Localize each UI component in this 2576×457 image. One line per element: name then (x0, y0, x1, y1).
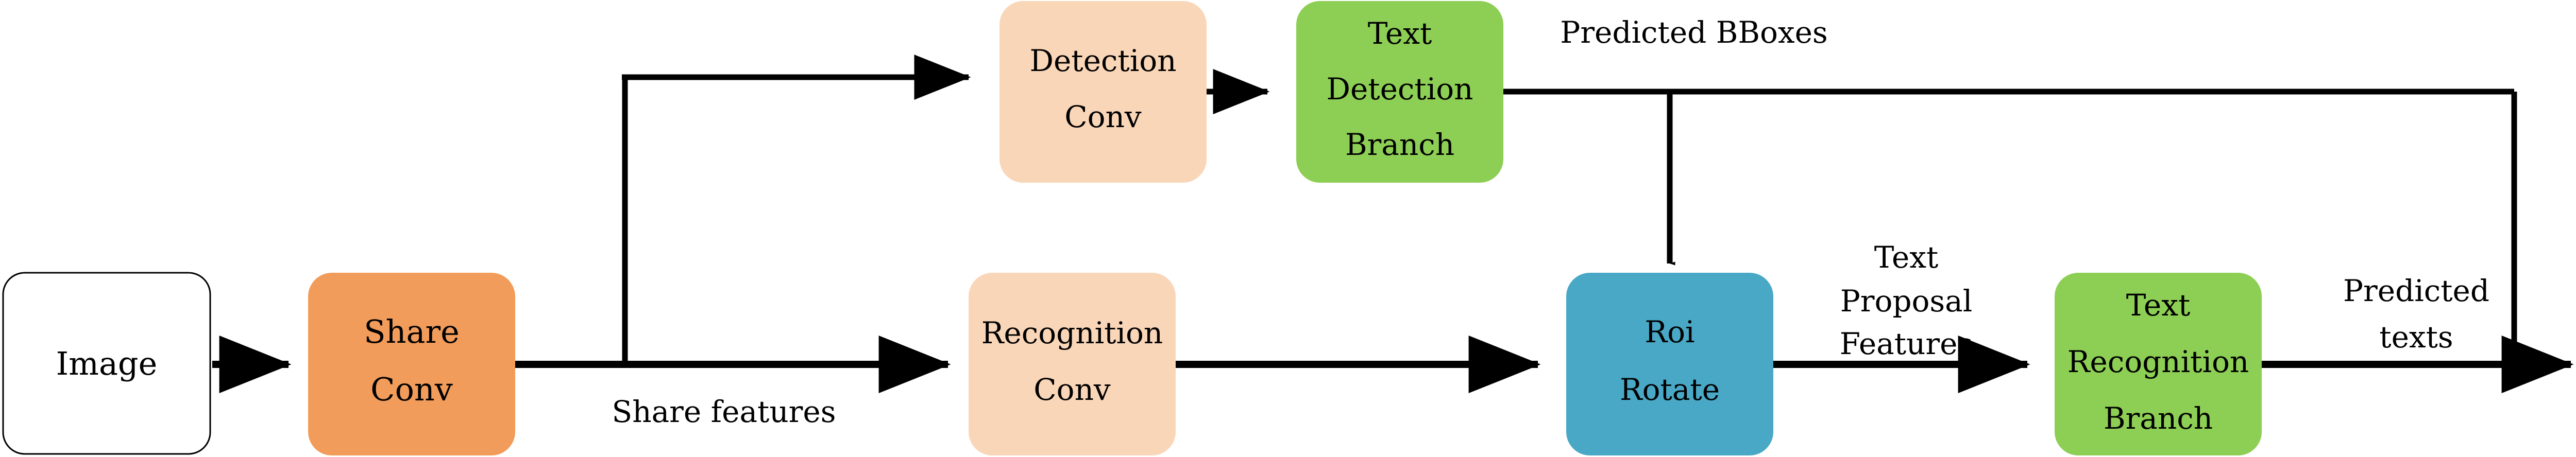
node-text-detection-branch[interactable]: Text Detection Branch (1296, 1, 1503, 183)
node-text-detection-branch-shape[interactable] (1296, 1, 1503, 183)
text-proposal-features-line3: Features (1840, 326, 1973, 361)
node-detection-conv-label-line2: Conv (1064, 99, 1142, 134)
predicted-texts-line1: Predicted (2343, 273, 2489, 308)
node-roi-rotate-label-line1: Roi (1645, 314, 1694, 349)
edge-text-detection-branch-out (1503, 89, 2520, 359)
node-recognition-conv[interactable]: Recognition Conv (969, 273, 1176, 455)
node-detection-conv-label-line1: Detection (1029, 43, 1176, 78)
share-features-label: Share features (612, 394, 836, 429)
edge-label-predicted-texts: Predicted texts (2343, 273, 2489, 355)
text-proposal-features-line2: Proposal (1840, 284, 1973, 319)
node-image-label: Image (56, 345, 158, 382)
node-text-detection-branch-label-line1: Text (1368, 16, 1432, 51)
edge-split-riser (622, 55, 971, 364)
node-image-shape[interactable] (2, 272, 211, 455)
node-text-recognition-branch[interactable]: Text Recognition Branch (2055, 273, 2262, 455)
edge-label-text-proposal-features: Text Proposal Features (1840, 240, 1973, 361)
node-text-detection-branch-label-line2: Detection (1326, 72, 1473, 107)
node-recognition-conv-label-line1: Recognition (981, 315, 1163, 350)
node-share-conv-label-line2: Conv (370, 371, 453, 408)
node-recognition-conv-label-line2: Conv (1033, 372, 1111, 407)
predicted-bboxes-label: Predicted BBoxes (1560, 15, 1827, 50)
node-detection-conv-shape[interactable] (999, 1, 1207, 183)
node-roi-rotate-shape[interactable] (1566, 273, 1773, 455)
node-detection-conv[interactable]: Detection Conv (999, 1, 1207, 183)
node-roi-rotate[interactable]: Roi Rotate (1566, 273, 1773, 455)
node-roi-rotate-label-line2: Rotate (1620, 372, 1720, 407)
edge-label-share-features: Share features (612, 394, 836, 429)
node-recognition-conv-shape[interactable] (969, 273, 1176, 455)
edge-label-predicted-bboxes: Predicted BBoxes (1560, 15, 1827, 50)
predicted-texts-line2: texts (2379, 320, 2453, 355)
node-text-recognition-branch-label-line1: Text (2126, 288, 2191, 323)
node-image[interactable]: Image (2, 272, 211, 455)
node-text-detection-branch-label-line3: Branch (1345, 127, 1454, 162)
node-share-conv-label-line1: Share (364, 313, 460, 350)
node-share-conv-shape[interactable] (308, 273, 515, 455)
node-text-recognition-branch-label-line3: Branch (2104, 401, 2213, 436)
node-text-recognition-branch-label-line2: Recognition (2067, 344, 2249, 379)
node-text-recognition-branch-shape[interactable] (2055, 273, 2262, 455)
node-share-conv[interactable]: Share Conv (308, 273, 515, 455)
text-proposal-features-line1: Text (1874, 240, 1939, 275)
